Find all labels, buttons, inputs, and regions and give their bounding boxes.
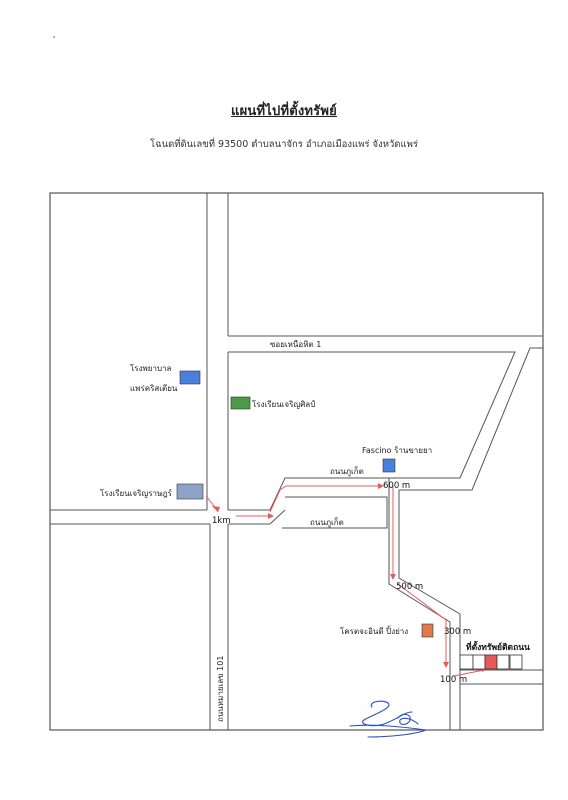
route-arrow-1: [212, 506, 220, 512]
pork-grill-label: โครตจะอินดี ปิ้งย่าง: [340, 625, 408, 636]
plot-4: [496, 654, 510, 670]
charoen-rat-school-label: โรงเรียนเจริญราษฎร์: [100, 488, 173, 498]
map-frame: [49, 192, 544, 731]
route-arrow-4: [390, 574, 396, 580]
landmark-hospital: โรงพยาบาล แพร่คริสเตียน: [130, 363, 201, 393]
phuket-road-upper-label: ถนนภูเก็ต: [330, 466, 364, 477]
route-path: [205, 483, 488, 677]
landmark-property: ที่ตั้งทรัพย์ติดถนน: [459, 640, 530, 670]
route-segment-3: [269, 485, 380, 513]
route-arrow-2: [268, 513, 274, 519]
scan-speck: [53, 36, 55, 38]
road-network: [50, 193, 543, 730]
pork-grill-marker: [421, 623, 434, 638]
landmark-fascino: Fascino ร้านขายยา: [362, 446, 432, 473]
distance-100m: 100 m: [440, 675, 467, 685]
distance-300m: 300 m: [444, 627, 471, 637]
soi-diagonal-right: [399, 347, 543, 491]
soi-edge-bottom: [228, 351, 516, 479]
fascino-marker: [382, 458, 396, 473]
soi-nuea-hit-label: ซอยเหนือหิต 1: [270, 340, 321, 349]
hospital-label-line1: โรงพยาบาล: [130, 363, 172, 373]
charoen-sin-school-marker: [230, 396, 251, 410]
highway-101-label: ถนนหมายเลข 101: [216, 656, 225, 722]
signature-stroke-1: [362, 700, 413, 727]
distance-500m: 500 m: [396, 582, 423, 592]
phuket-road-top: [228, 477, 389, 511]
route-arrow-3: [378, 483, 384, 489]
hospital-label-line2: แพร่คริสเตียน: [130, 384, 178, 393]
route-segment-5: [397, 583, 447, 664]
hospital-marker: [179, 370, 201, 385]
landmark-charoen-rat-school: โรงเรียนเจริญราษฎร์: [100, 483, 204, 500]
phuket-road-lower-label: ถนนภูเก็ต: [310, 517, 344, 528]
property-road-left: [388, 478, 451, 730]
signature: [349, 700, 429, 738]
signature-stroke-3: [397, 713, 419, 726]
plot-2: [472, 654, 486, 670]
property-road-right: [398, 490, 461, 730]
fascino-label: Fascino ร้านขายยา: [362, 446, 432, 455]
phuket-lower-block: [282, 496, 388, 529]
property-plot: [484, 654, 498, 670]
route-arrow-5: [443, 662, 449, 668]
landmark-charoen-sin-school: โรงเรียนเจริญศิลป์: [230, 396, 315, 410]
phuket-fork: [269, 509, 286, 525]
signature-stroke-2: [349, 724, 429, 738]
map-title: แผนที่ไปที่ตั้งทรัพย์: [231, 104, 337, 119]
distance-600m: 600 m: [383, 481, 410, 491]
charoen-rat-school-marker: [176, 483, 204, 500]
landmark-pork-grill: โครตจะอินดี ปิ้งย่าง: [340, 623, 434, 638]
charoen-sin-school-label: โรงเรียนเจริญศิลป์: [252, 399, 315, 409]
route-segment-6: [453, 669, 485, 677]
distance-1km: 1km: [212, 516, 231, 526]
map-subtitle: โฉนดที่ดินเลขที่ 93500 ตำบลนาจักร อำเภอเ…: [150, 139, 418, 150]
plot-1: [459, 654, 474, 670]
property-label: ที่ตั้งทรัพย์ติดถนน: [466, 640, 530, 653]
plot-5: [509, 654, 523, 670]
